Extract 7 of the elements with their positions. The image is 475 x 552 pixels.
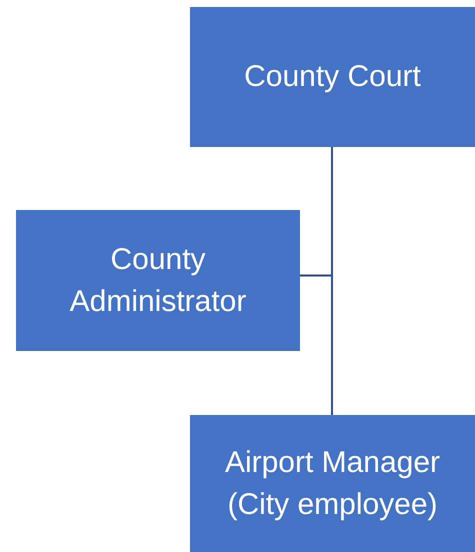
box-label: County Court <box>244 59 421 95</box>
connector-line <box>331 147 333 415</box>
org-box <box>190 415 475 552</box>
box-label: County Administrator <box>68 242 248 320</box>
org-box <box>190 7 475 147</box>
box-label: Airport Manager (City employee) <box>224 444 442 522</box>
org-box <box>16 210 300 351</box>
